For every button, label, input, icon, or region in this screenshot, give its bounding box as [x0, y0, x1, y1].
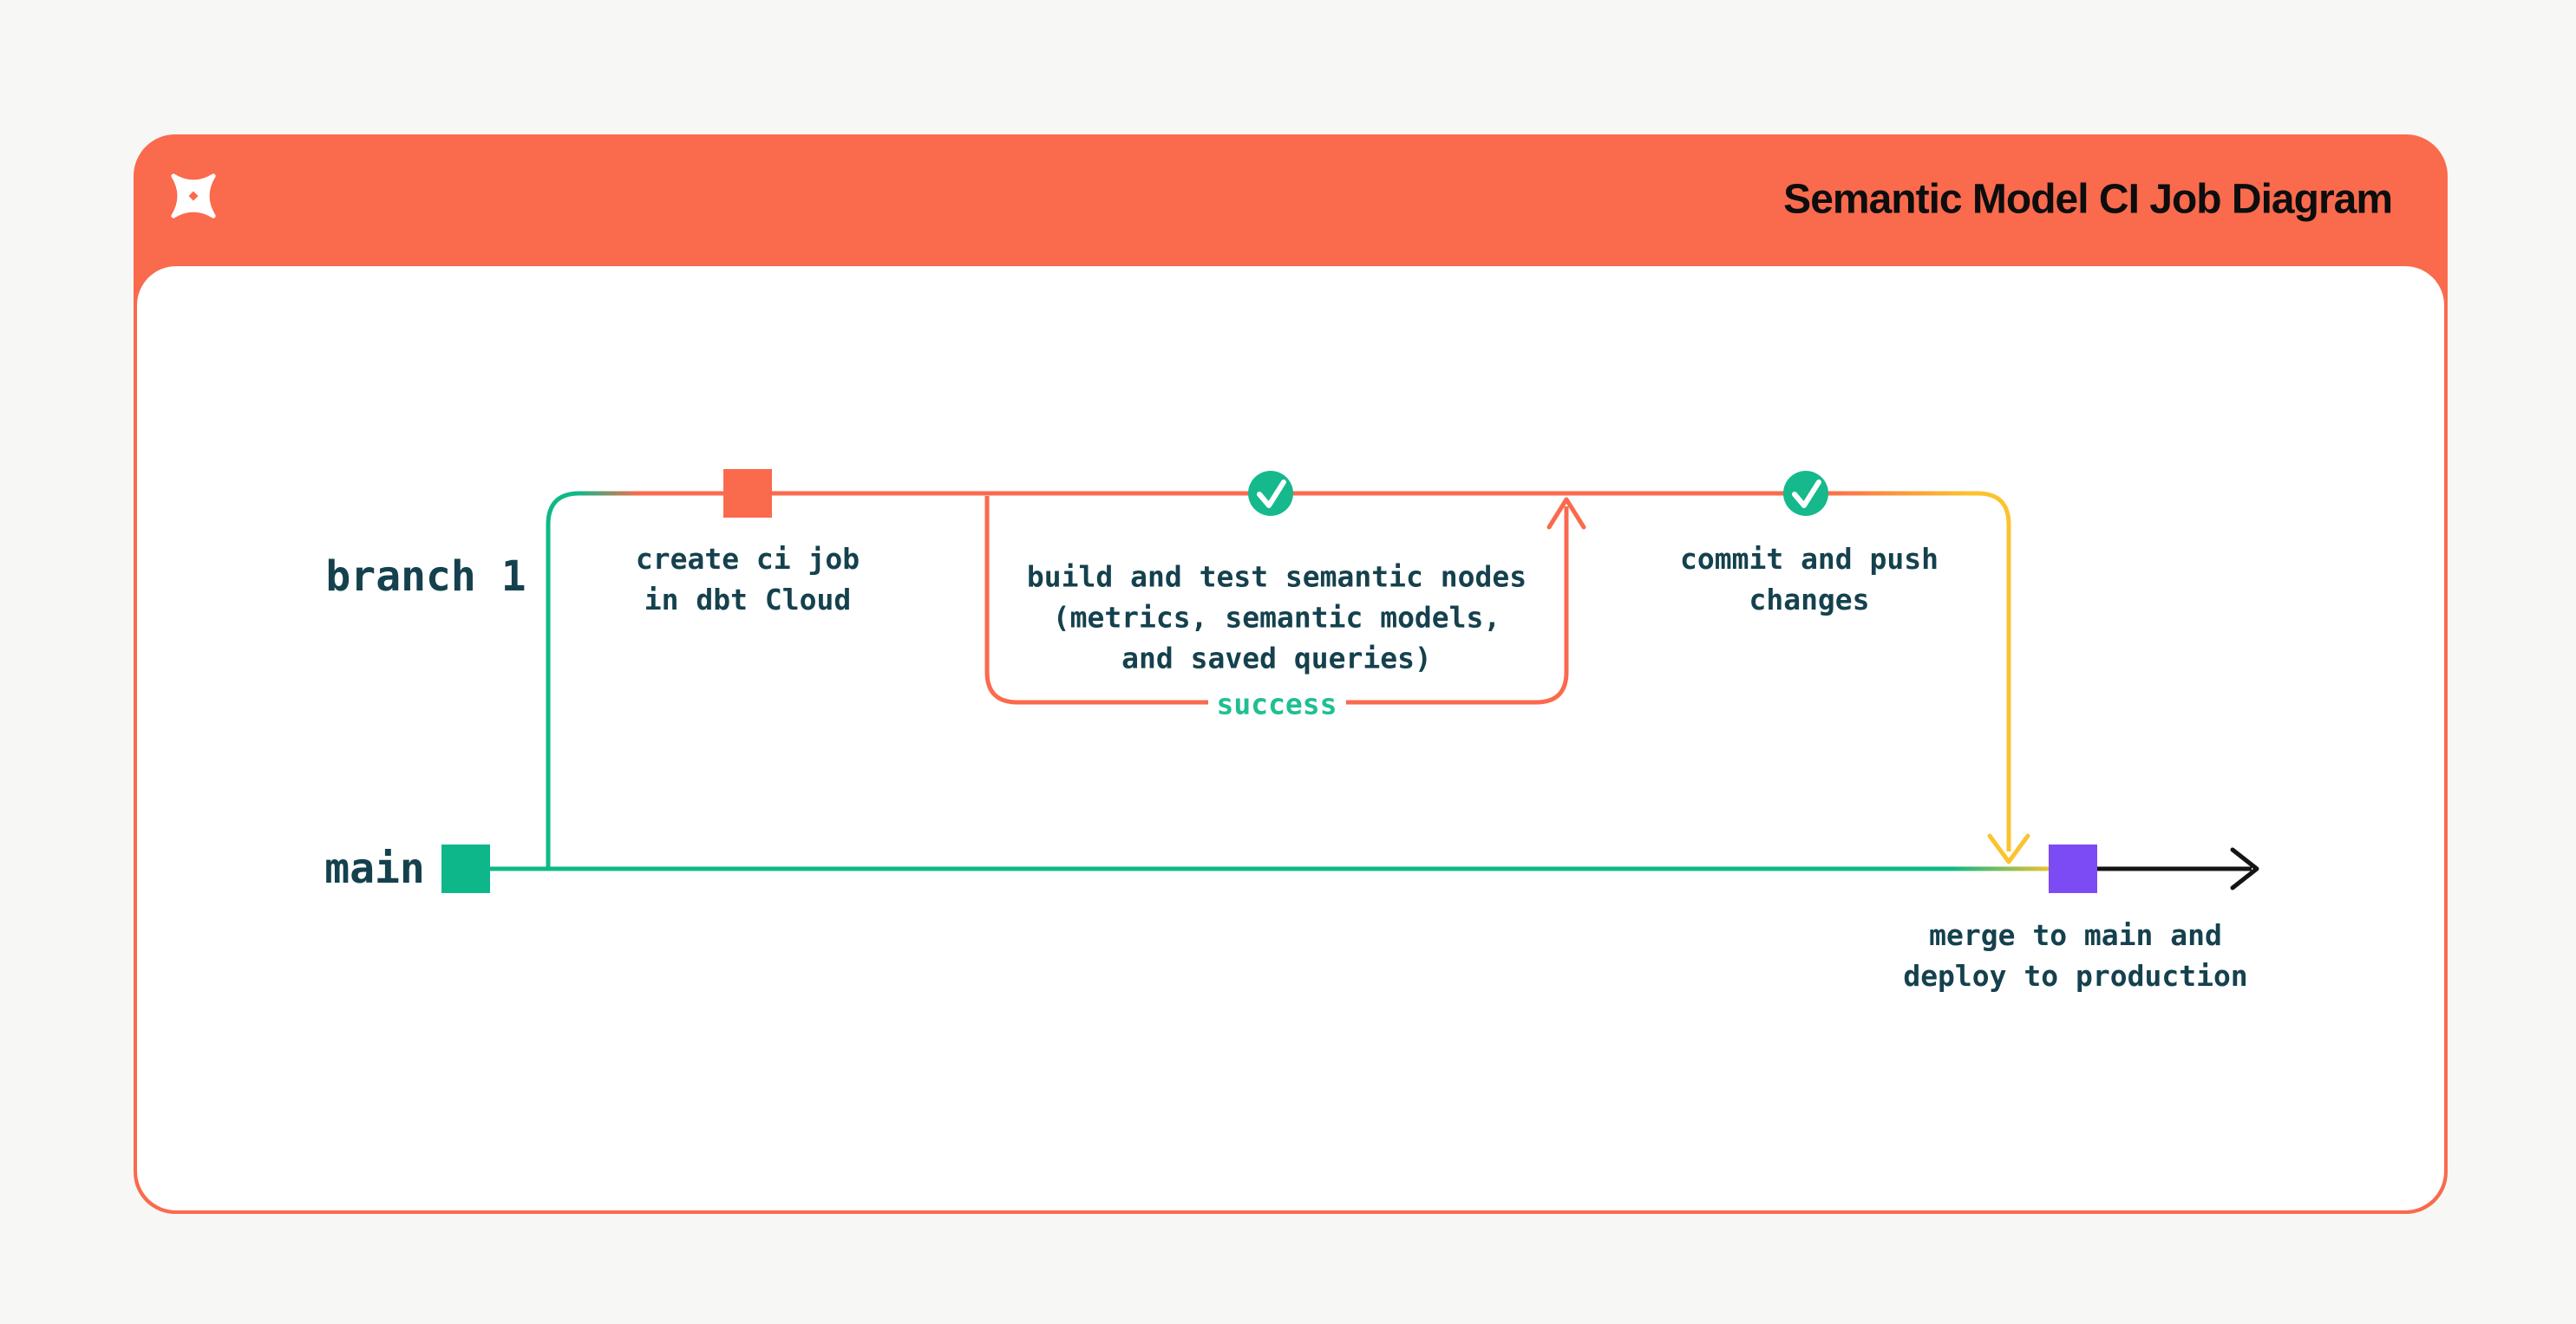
node-label-create-ci-job: create ci job in dbt Cloud [636, 538, 860, 620]
node-label-merge-to-main: merge to main and deploy to production [1903, 915, 2247, 996]
success-loop-label: success [1216, 687, 1337, 721]
node-label-line: changes [1749, 583, 1870, 616]
node-label-line: create ci job [635, 542, 860, 576]
dbt-logo-icon [151, 153, 237, 239]
commit-square-create-ci-job [723, 469, 772, 518]
check-icon-commit [1783, 471, 1828, 516]
card-body [137, 266, 2444, 1210]
diagram-card: Semantic Model CI Job Diagram [134, 134, 2448, 1214]
check-icon-build [1248, 471, 1293, 516]
node-label-line: commit and push [1679, 542, 1939, 576]
node-label-build-and-test: build and test semantic nodes (metrics, … [1027, 557, 1527, 679]
node-label-line: merge to main and [1929, 918, 2222, 952]
dbt-logo-star [171, 173, 216, 218]
node-label-line: build and test semantic nodes [1026, 559, 1527, 594]
node-label-line: deploy to production [1903, 959, 2248, 993]
node-label-line: (metrics, semantic models, [1052, 600, 1501, 635]
success-loop-arrowhead-icon [1546, 497, 1586, 530]
node-label-commit-and-push: commit and push changes [1680, 538, 1939, 620]
lane-label-branch-1: branch 1 [325, 552, 526, 601]
page-title: Semantic Model CI Job Diagram [1783, 176, 2393, 223]
merge-arrowhead-icon [1987, 833, 2030, 864]
commit-square-main [441, 845, 490, 893]
production-arrow [2097, 847, 2259, 890]
node-label-line: in dbt Cloud [644, 583, 852, 616]
success-loop-line [984, 496, 1569, 705]
commit-square-merge [2049, 845, 2097, 893]
node-label-line: and saved queries) [1121, 641, 1432, 675]
lane-label-main: main [324, 845, 425, 893]
